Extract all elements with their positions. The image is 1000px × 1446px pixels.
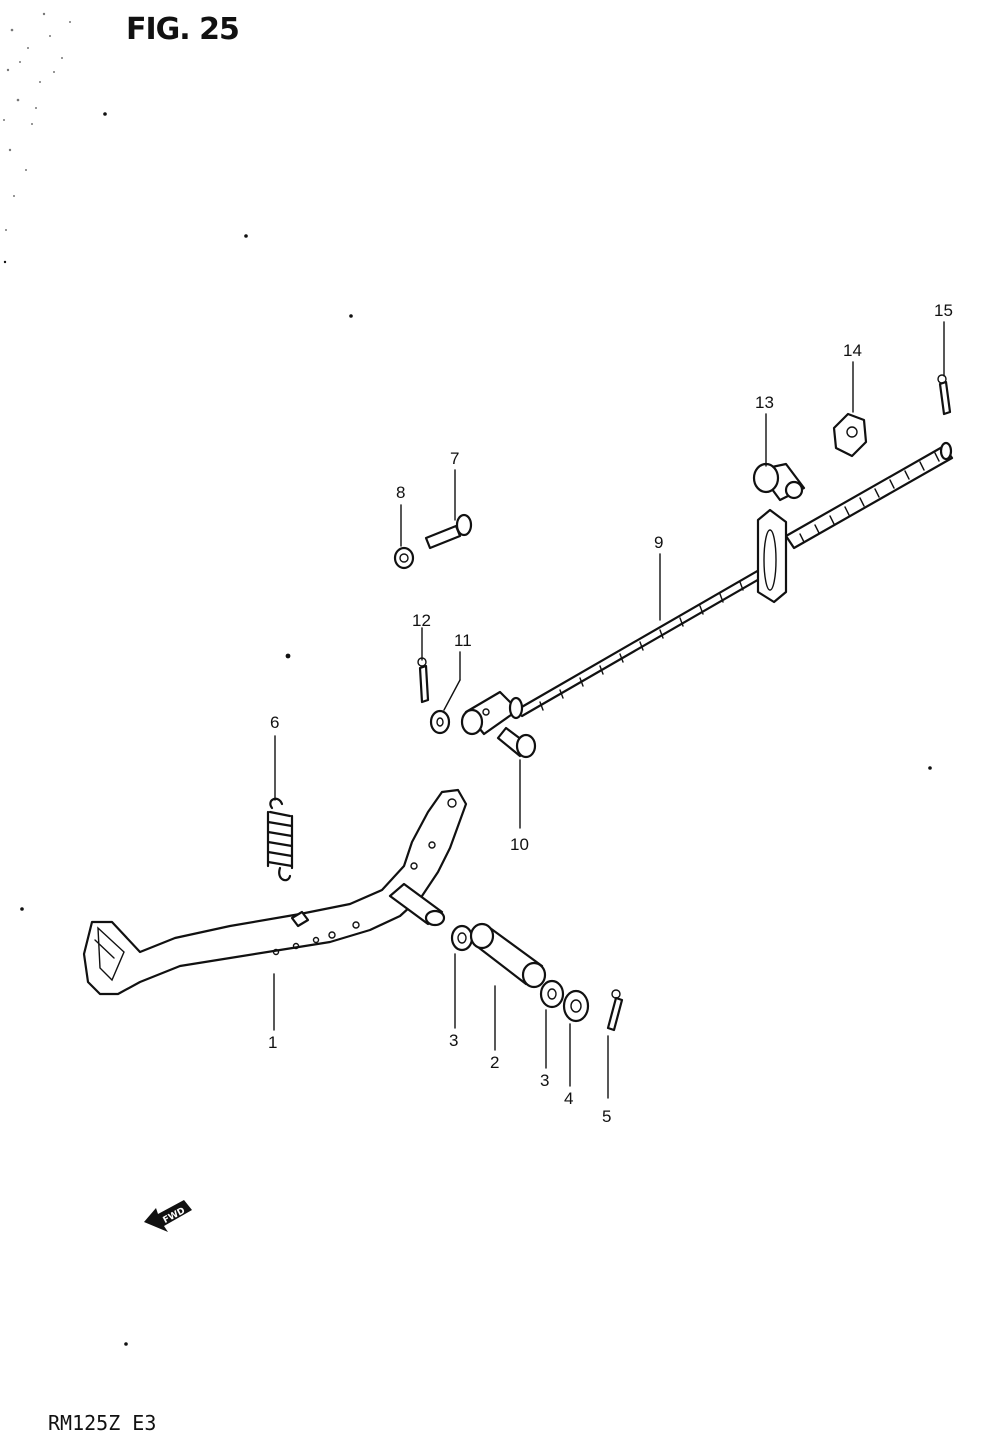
- callout-9: 9: [654, 533, 663, 552]
- callout-1: 1: [268, 1033, 277, 1052]
- washer-large: [562, 989, 590, 1023]
- callout-3a: 3: [449, 1031, 458, 1050]
- stray-dots: [3, 112, 932, 1346]
- cotter-pin-pedal: [606, 989, 624, 1032]
- pivot-bushing: [469, 922, 547, 989]
- callout-14: 14: [843, 341, 862, 360]
- leader-lines: [273, 321, 945, 1099]
- callout-8: 8: [396, 483, 405, 502]
- callout-12: 12: [412, 611, 431, 630]
- return-spring: [266, 797, 294, 882]
- washer-outer: [539, 979, 565, 1009]
- nut: [393, 546, 415, 570]
- callout-7: 7: [450, 449, 459, 468]
- callout-labels: 1 2 3 3 4 5 6 7 8 9 10 11 12 13 14 15: [268, 301, 953, 1126]
- callout-13: 13: [755, 393, 774, 412]
- adjuster-nut: [832, 412, 868, 458]
- cotter-pin-rod: [937, 374, 952, 416]
- washer-inner: [450, 924, 474, 952]
- scan-noise: [3, 12, 71, 231]
- callout-4: 4: [564, 1089, 573, 1108]
- callout-10: 10: [510, 835, 529, 854]
- callout-15: 15: [934, 301, 953, 320]
- forward-arrow-icon: FWD: [144, 1200, 192, 1232]
- bolt: [424, 513, 473, 550]
- figure-title: FIG. 25: [126, 12, 240, 47]
- callout-5: 5: [602, 1107, 611, 1126]
- brake-pedal: [82, 788, 468, 996]
- callout-2: 2: [490, 1053, 499, 1072]
- cotter-pin-clevis: [417, 657, 430, 704]
- clevis-washer: [429, 709, 451, 735]
- clevis-pin: [496, 726, 537, 759]
- brake-rod: [460, 441, 954, 736]
- callout-11: 11: [454, 631, 472, 650]
- callout-3b: 3: [540, 1071, 549, 1090]
- callout-6: 6: [270, 713, 279, 732]
- model-code: RM125Z E3: [48, 1411, 157, 1435]
- rod-joint: [752, 462, 806, 502]
